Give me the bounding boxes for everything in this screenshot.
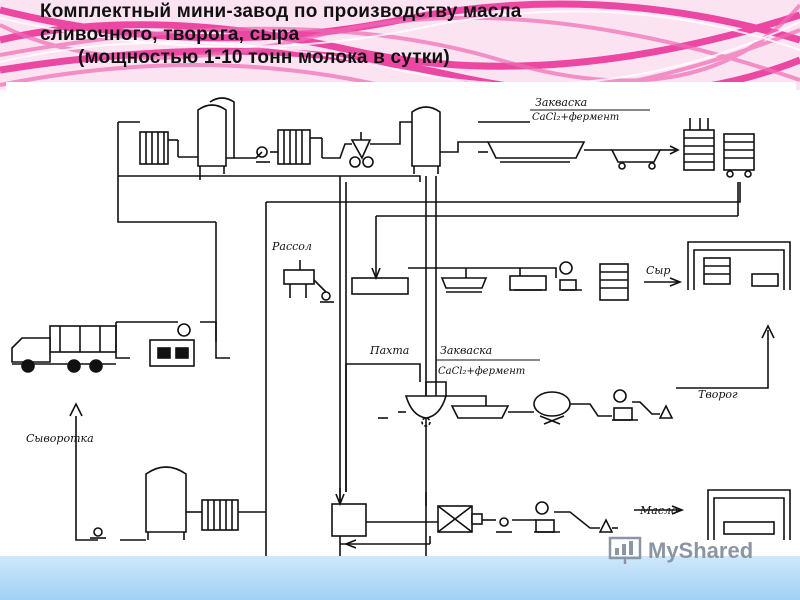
packer-1: [612, 389, 638, 421]
watermark-text: MyShared: [648, 538, 754, 563]
drain-trolley: [610, 145, 680, 170]
cream-tank: [145, 466, 187, 540]
footer-bar: [0, 556, 800, 600]
ripening-tank: [331, 503, 367, 537]
label-zakvaska-mid: Закваска: [440, 344, 492, 357]
milk-truck: [11, 325, 117, 373]
label-syr: Сыр: [646, 264, 670, 277]
pump-4: [496, 517, 512, 533]
scale-1: [559, 261, 582, 291]
label-rassol: Рассол: [271, 240, 312, 253]
waxing-machine: [509, 275, 547, 291]
press-rack-2: [723, 133, 755, 178]
mould-table: [440, 277, 488, 293]
milk-tank-2: [411, 106, 441, 174]
title-line-1: Комплектный мини-завод по производству м…: [40, 1, 522, 22]
title-line-3: (мощностью 1-10 тонн молока в сутки): [78, 47, 450, 68]
brine-tank: [283, 269, 327, 298]
packer-3: [534, 501, 560, 533]
decorative-banner: [0, 0, 800, 90]
packer-4: [598, 518, 614, 533]
cheese-vat: [478, 141, 586, 163]
reception-unit: [149, 323, 195, 367]
title-line-2: сливочного, творога, сыра: [40, 24, 300, 45]
process-flow-diagram: Закваска CaCl₂+фермент Рассол Сыр Пахта …: [6, 82, 796, 556]
label-zakvaska-mid-formula: CaCl₂+фермент: [438, 366, 525, 377]
pump-2: [320, 291, 334, 303]
butter-storage: [707, 489, 791, 540]
presentation-icon: [608, 536, 642, 564]
page-title: Комплектный мини-завод по производству м…: [40, 0, 780, 69]
drain-trough: [450, 405, 510, 419]
watermark: MyShared: [608, 536, 753, 566]
milk-tank-1: [197, 97, 235, 174]
label-zakvaska-top: Закваска: [535, 96, 587, 109]
packer-2: [658, 404, 674, 419]
label-maslo: Масло: [639, 504, 678, 517]
plate-heat-exchanger-2: [277, 129, 323, 165]
plate-heat-exchanger-3: [201, 499, 239, 531]
separator: [349, 132, 374, 168]
label-pakhta: Пахта: [369, 344, 409, 357]
label-tvorog: Творог: [698, 388, 738, 401]
cheese-storage: [687, 241, 791, 290]
cheese-crates: [599, 263, 629, 301]
plate-heat-exchanger-1: [139, 131, 179, 165]
label-zakvaska-top-formula: CaCl₂+фермент: [532, 112, 619, 123]
press-rack-1: [683, 118, 715, 171]
curd-vat: [404, 382, 448, 427]
salting-tank: [351, 277, 409, 295]
pump-1: [256, 146, 270, 163]
label-syvorotka: Сыворотка: [26, 432, 94, 445]
pump-3: [90, 527, 106, 539]
butter-churn: [437, 505, 483, 533]
